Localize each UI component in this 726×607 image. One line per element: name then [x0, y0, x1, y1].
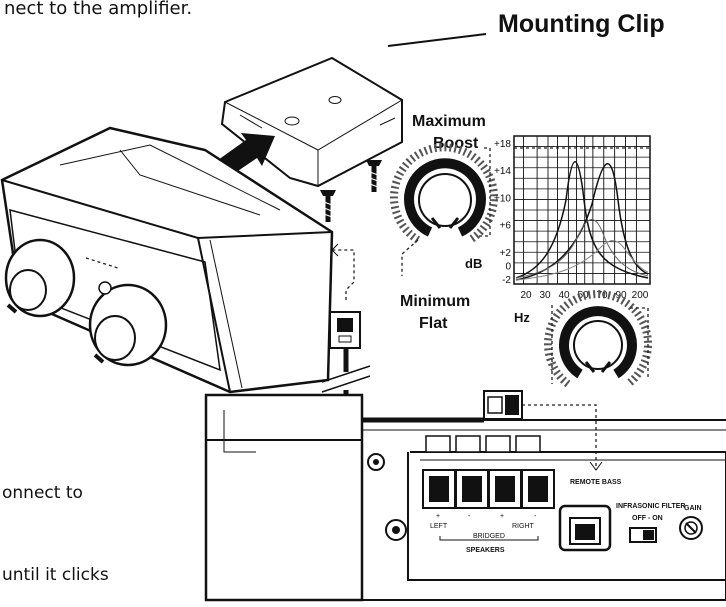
maximum-label: Maximum — [412, 113, 486, 130]
mounting-clip-label: Mounting Clip — [498, 10, 665, 38]
x-tick-label: 50 — [577, 290, 589, 301]
gain-label: GAIN — [684, 505, 702, 512]
x-tick-label: 200 — [632, 290, 649, 301]
boost-knob-illustration: Maximum Boost dB Minimum Flat — [390, 113, 498, 332]
remote-bass-label: REMOTE BASS — [570, 479, 622, 486]
speaker-terminals — [422, 469, 555, 509]
speakers-bridged-label: BRIDGED — [473, 533, 505, 540]
boost-label: Boost — [433, 135, 479, 152]
mounting-screw-2 — [366, 160, 382, 192]
amplifier: + - + - LEFT RIGHT BRIDGED SPEAKERS REMO… — [204, 393, 726, 602]
chart-curves — [514, 147, 650, 281]
insert-arrow — [218, 133, 275, 177]
instruction-fragment-top: nect to the amplifier. — [4, 0, 192, 19]
x-tick-label: 20 — [520, 290, 532, 301]
terminal-minus-1: - — [468, 513, 471, 520]
instruction-fragment-1: onnect to — [2, 483, 83, 503]
y-tick-label: +14 — [494, 166, 511, 177]
terminal-plus-1: + — [436, 513, 440, 520]
chart-grid — [514, 136, 650, 284]
instruction-fragment-2: until it clicks — [2, 565, 109, 585]
x-tick-label: 30 — [539, 290, 551, 301]
flat-label: Flat — [419, 315, 448, 332]
x-tick-label: 70 — [596, 290, 608, 301]
mounting-clip-leader — [387, 33, 487, 47]
remote-bass-control-unit — [0, 126, 334, 394]
response-curve-1 — [515, 161, 649, 279]
remote-bass-port — [558, 504, 612, 552]
minimum-label: Minimum — [400, 293, 470, 310]
response-curve-4 — [515, 240, 649, 281]
chart-y-ticks: +18 +14 +10 +6 +2 0 -2 — [494, 139, 511, 286]
speakers-label: SPEAKERS — [466, 547, 505, 554]
db-label: dB — [465, 256, 482, 271]
y-tick-label: +18 — [494, 139, 511, 150]
speakers-right-label: RIGHT — [512, 523, 535, 530]
y-tick-label: 0 — [505, 261, 511, 272]
response-curve-2 — [515, 163, 649, 281]
hz-label: Hz — [514, 310, 530, 325]
x-tick-label: 40 — [558, 290, 570, 301]
off-on-label: OFF - ON — [632, 515, 663, 522]
terminal-plus-2: + — [500, 513, 504, 520]
mounting-screw-1 — [320, 190, 336, 222]
speakers-left-label: LEFT — [430, 523, 448, 530]
response-curve-3 — [515, 219, 649, 279]
y-tick-label: -2 — [502, 275, 511, 286]
y-tick-label: +10 — [494, 193, 511, 204]
frequency-knob-illustration — [544, 290, 652, 388]
y-tick-label: +2 — [500, 248, 512, 259]
y-tick-label: +6 — [500, 221, 512, 232]
terminal-minus-2: - — [534, 513, 537, 520]
infrasonic-filter-label: INFRASONIC FILTER — [616, 503, 685, 510]
